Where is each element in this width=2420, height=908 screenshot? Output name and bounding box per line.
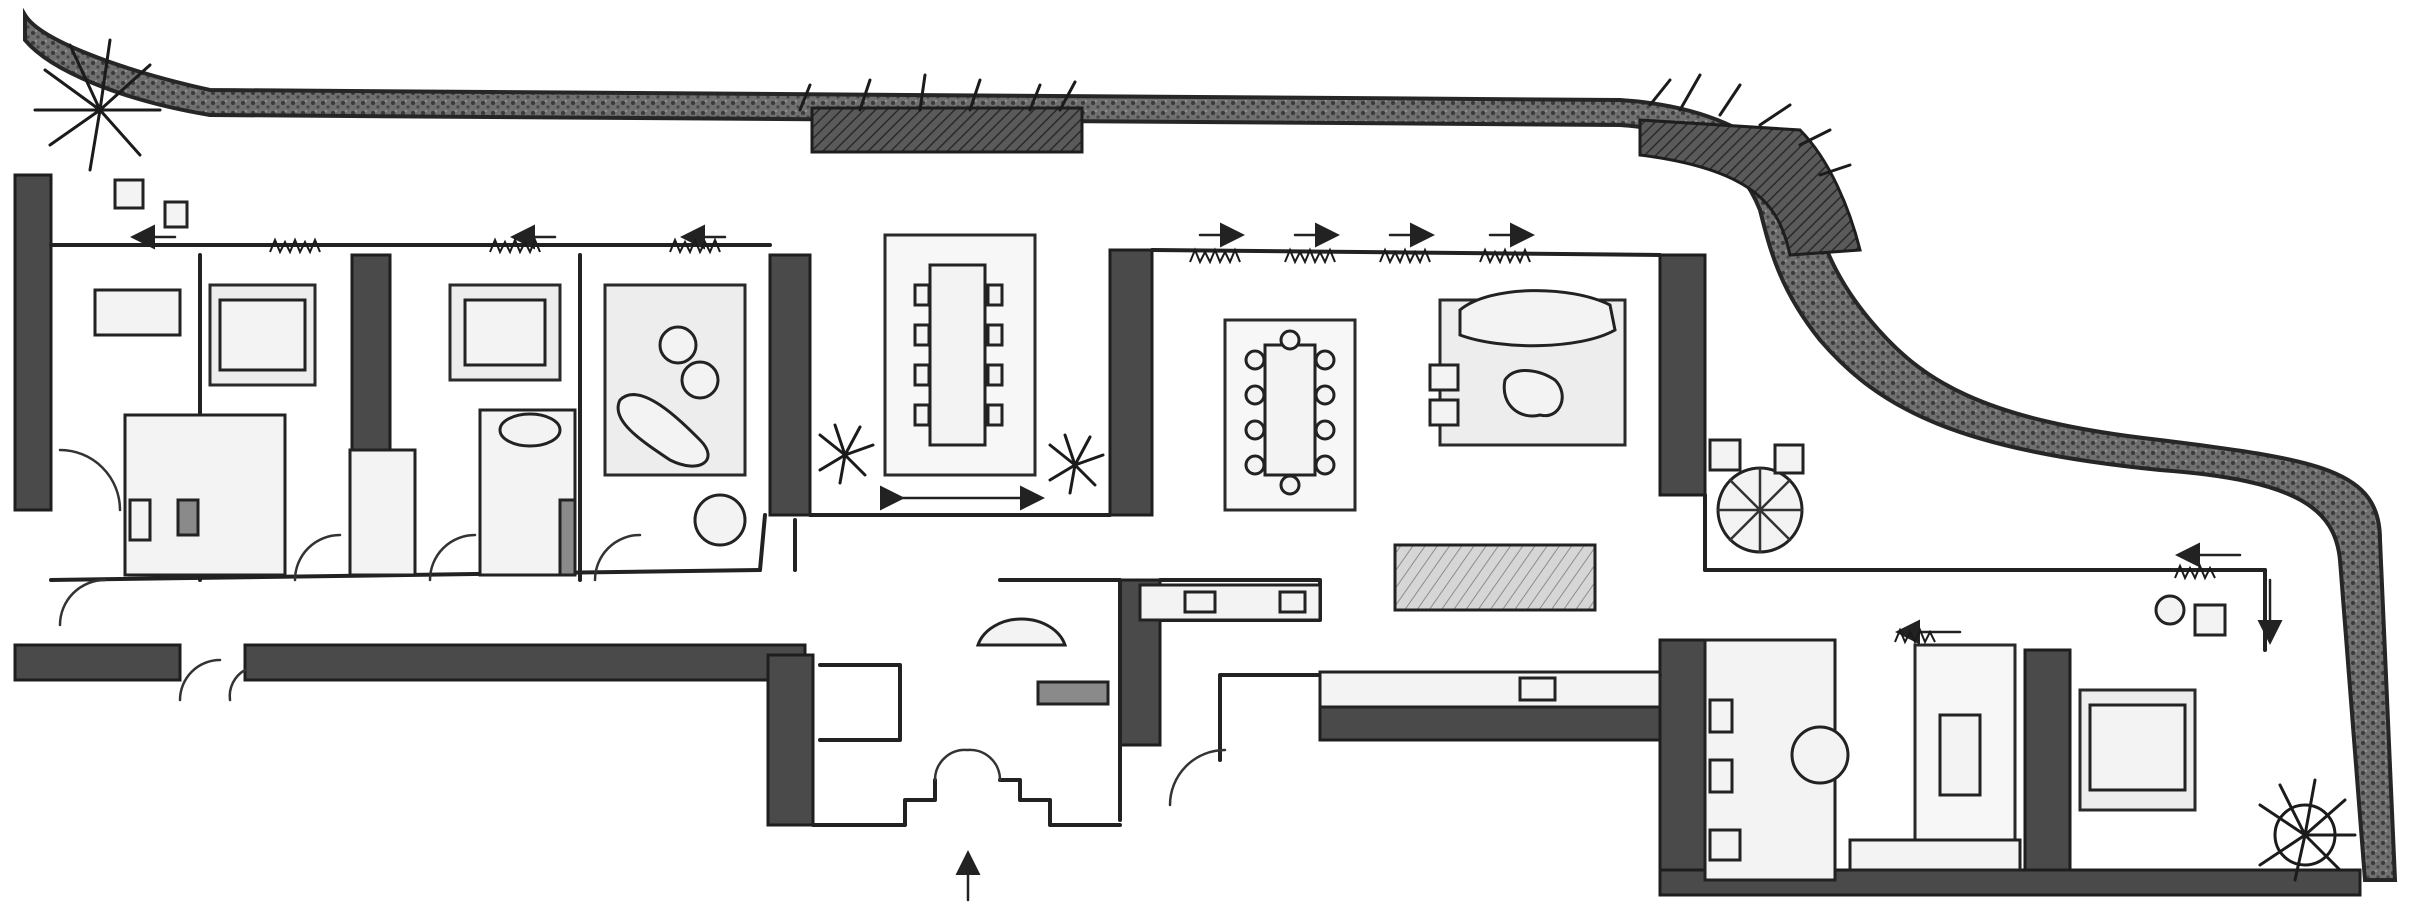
west-bedroom-2: [428, 283, 642, 582]
lounge-chair: [1773, 443, 1805, 475]
sink: [1708, 758, 1734, 794]
toilet: [128, 498, 152, 542]
bathtub: [498, 412, 562, 448]
closet: [818, 663, 902, 742]
plant-north-planter: [798, 73, 1077, 112]
bedroom-divider-wall: [350, 253, 392, 467]
central-courtyard: [880, 233, 1045, 511]
west-living-room: [603, 283, 767, 572]
side-table: [680, 360, 720, 400]
sink: [1518, 676, 1557, 702]
south-wall-west: [13, 643, 182, 682]
room-wall: [758, 513, 767, 572]
sectional-sofa: [1458, 289, 1617, 348]
grass-strips: [269, 237, 2216, 645]
terrace-chair: [113, 178, 145, 210]
entry-threshold: [811, 778, 1122, 827]
pantry-shelf: [1036, 680, 1110, 706]
side-table: [2154, 594, 2186, 626]
side-table: [658, 325, 698, 365]
northeast-planter: [1638, 118, 1862, 257]
entry-double-door: [933, 748, 1002, 782]
umbrella-ribs: [1716, 466, 1804, 554]
door-swing: [178, 658, 247, 702]
terrace: [23, 7, 2398, 882]
sink: [1183, 590, 1217, 614]
round-tub: [1790, 725, 1850, 785]
armchair: [2193, 603, 2227, 637]
shower-tile: [176, 498, 200, 537]
armchair: [1428, 363, 1460, 392]
cooktop: [1278, 590, 1307, 614]
living-wall-east: [1658, 253, 1707, 497]
north-planter: [810, 106, 1084, 154]
wardrobe: [1848, 838, 2022, 872]
coffee-table: [1502, 369, 1564, 418]
lamp: [975, 617, 1068, 647]
sofa: [616, 393, 710, 468]
shower-tile: [558, 498, 577, 577]
dining-table: [928, 263, 987, 447]
closet: [348, 448, 417, 577]
east-master-suite: [1703, 542, 2283, 882]
bed: [463, 298, 547, 367]
door-swing: [58, 448, 122, 512]
exterior-walls: [13, 173, 2362, 897]
counter: [1318, 670, 1662, 709]
toilet: [1708, 828, 1742, 862]
sink: [1708, 698, 1734, 734]
terrace-chair: [163, 200, 189, 229]
plant-northwest: [33, 38, 162, 172]
door-swing: [428, 533, 477, 582]
kitchen-wall-south: [1318, 703, 1662, 742]
south-wall-middle: [243, 643, 807, 682]
door-swing: [1168, 748, 1227, 807]
dining-table: [1263, 343, 1317, 477]
west-bedroom-1: [58, 283, 417, 627]
dining-chairs: [913, 283, 1004, 427]
plants: [33, 38, 2357, 882]
lounge-chair: [693, 493, 747, 547]
entry-hall: [178, 658, 1002, 902]
suite-wall-west: [1658, 638, 1707, 897]
bench: [1938, 713, 1982, 797]
armchair: [1428, 398, 1460, 427]
bathtub: [93, 288, 182, 337]
entry-wall-west: [766, 653, 815, 827]
plant-northeast: [1648, 73, 1852, 177]
plant-courtyard-east: [1048, 433, 1105, 495]
courtyard-wall-east: [1108, 248, 1154, 517]
kitchen: [975, 583, 1662, 807]
plant-southeast: [2258, 778, 2357, 882]
door-swing: [293, 533, 342, 582]
dining-chairs: [1244, 329, 1336, 496]
lounge-chair: [1708, 438, 1742, 472]
door-swing: [593, 533, 642, 582]
terrace-furniture: [113, 178, 1805, 554]
main-dining-living: [130, 222, 1627, 612]
bed: [218, 298, 307, 372]
kitchen-island: [1393, 543, 1597, 612]
west-wall: [13, 173, 53, 512]
courtyard-wall-west: [768, 253, 812, 517]
bathroom: [123, 413, 287, 577]
door-swing: [58, 578, 107, 627]
plant-courtyard-west: [818, 423, 875, 485]
bed: [2088, 703, 2187, 792]
suite-divider-wall: [2023, 648, 2072, 882]
